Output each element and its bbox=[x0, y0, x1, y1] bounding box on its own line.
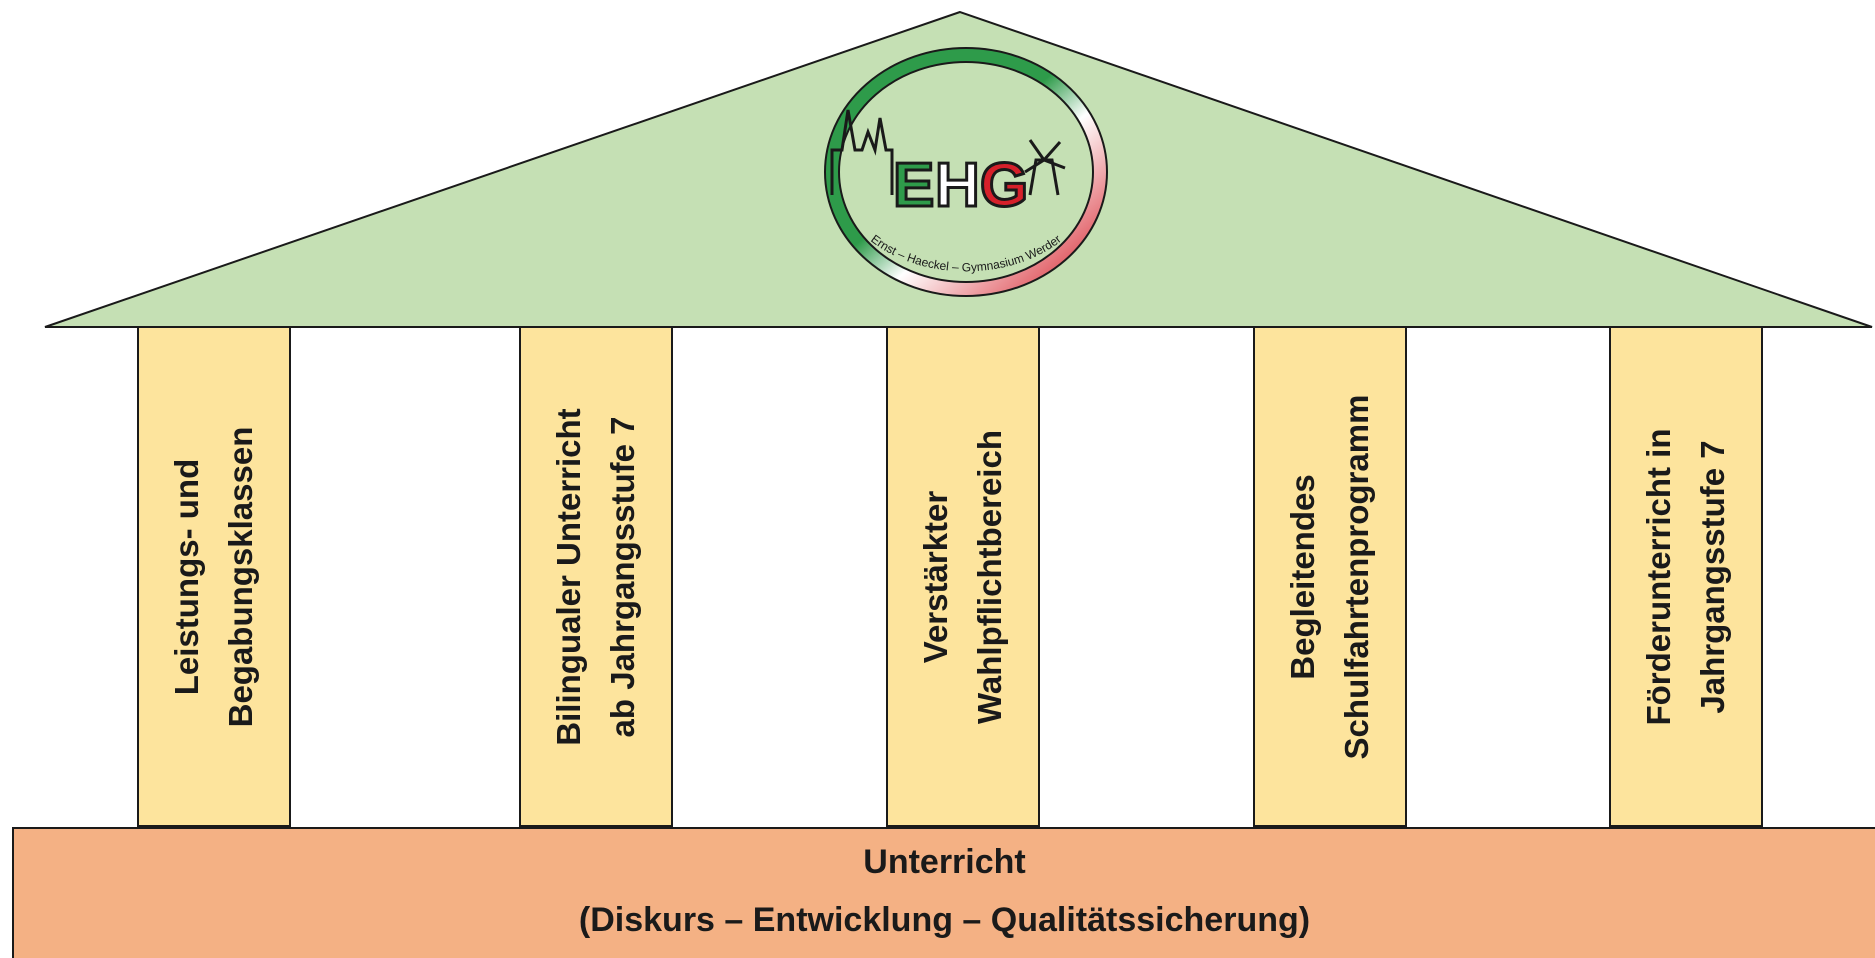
pillar-label-line2: Wahlpflichtbereich bbox=[971, 429, 1008, 724]
pillar-label-line2: Schulfahrtenprogramm bbox=[1338, 394, 1375, 759]
pillar-label-line2: Jahrgangsstufe 7 bbox=[1694, 439, 1731, 714]
ehg-school-logo: E H G Ernst – Haeckel – Gymnasium Werder bbox=[824, 47, 1108, 297]
pillar-label: Förderunterricht in Jahrgangsstufe 7 bbox=[1632, 342, 1740, 812]
windmill-icon bbox=[1024, 139, 1066, 196]
foundation-subtitle: (Diskurs – Entwicklung – Qualitätssicher… bbox=[578, 900, 1311, 939]
pillar-label: Bilingualer Unterricht ab Jahrgangsstufe… bbox=[542, 342, 650, 812]
pillar-foerderunterricht: Förderunterricht in Jahrgangsstufe 7 bbox=[1609, 326, 1763, 827]
pillar-bilingualer-unterricht: Bilingualer Unterricht ab Jahrgangsstufe… bbox=[519, 326, 673, 827]
pillar-label-line2: Begabungsklassen bbox=[222, 426, 259, 727]
pillar-label-line1: Leistungs- und bbox=[168, 458, 205, 695]
pillar-schulfahrtenprogramm: Begleitendes Schulfahrtenprogramm bbox=[1253, 326, 1407, 827]
foundation-base: Unterricht (Diskurs – Entwicklung – Qual… bbox=[12, 827, 1875, 958]
pillar-label-line1: Förderunterricht in bbox=[1640, 427, 1677, 726]
logo-letter-g: G bbox=[980, 151, 1028, 220]
pillar-label-line1: Bilingualer Unterricht bbox=[550, 407, 587, 746]
pillar-label: Begleitendes Schulfahrtenprogramm bbox=[1276, 342, 1384, 812]
pillar-wahlpflichtbereich: Verstärkter Wahlpflichtbereich bbox=[886, 326, 1040, 827]
pillar-leistungs-begabungsklassen: Leistungs- und Begabungsklassen bbox=[137, 326, 291, 827]
pillar-label-line2: ab Jahrgangsstufe 7 bbox=[604, 416, 641, 737]
castle-icon bbox=[830, 109, 894, 195]
pillar-label-line1: Begleitendes bbox=[1284, 473, 1321, 680]
pillar-label: Leistungs- und Begabungsklassen bbox=[160, 342, 268, 812]
roof-pediment: E H G Ernst – Haeckel – Gymnasium Werder bbox=[44, 10, 1873, 328]
pillar-label: Verstärkter Wahlpflichtbereich bbox=[909, 342, 1017, 812]
logo-letter-e: E bbox=[893, 151, 934, 220]
logo-letter-h: H bbox=[935, 151, 980, 220]
foundation-title: Unterricht bbox=[863, 842, 1026, 881]
pillar-label-line1: Verstärkter bbox=[917, 490, 954, 663]
